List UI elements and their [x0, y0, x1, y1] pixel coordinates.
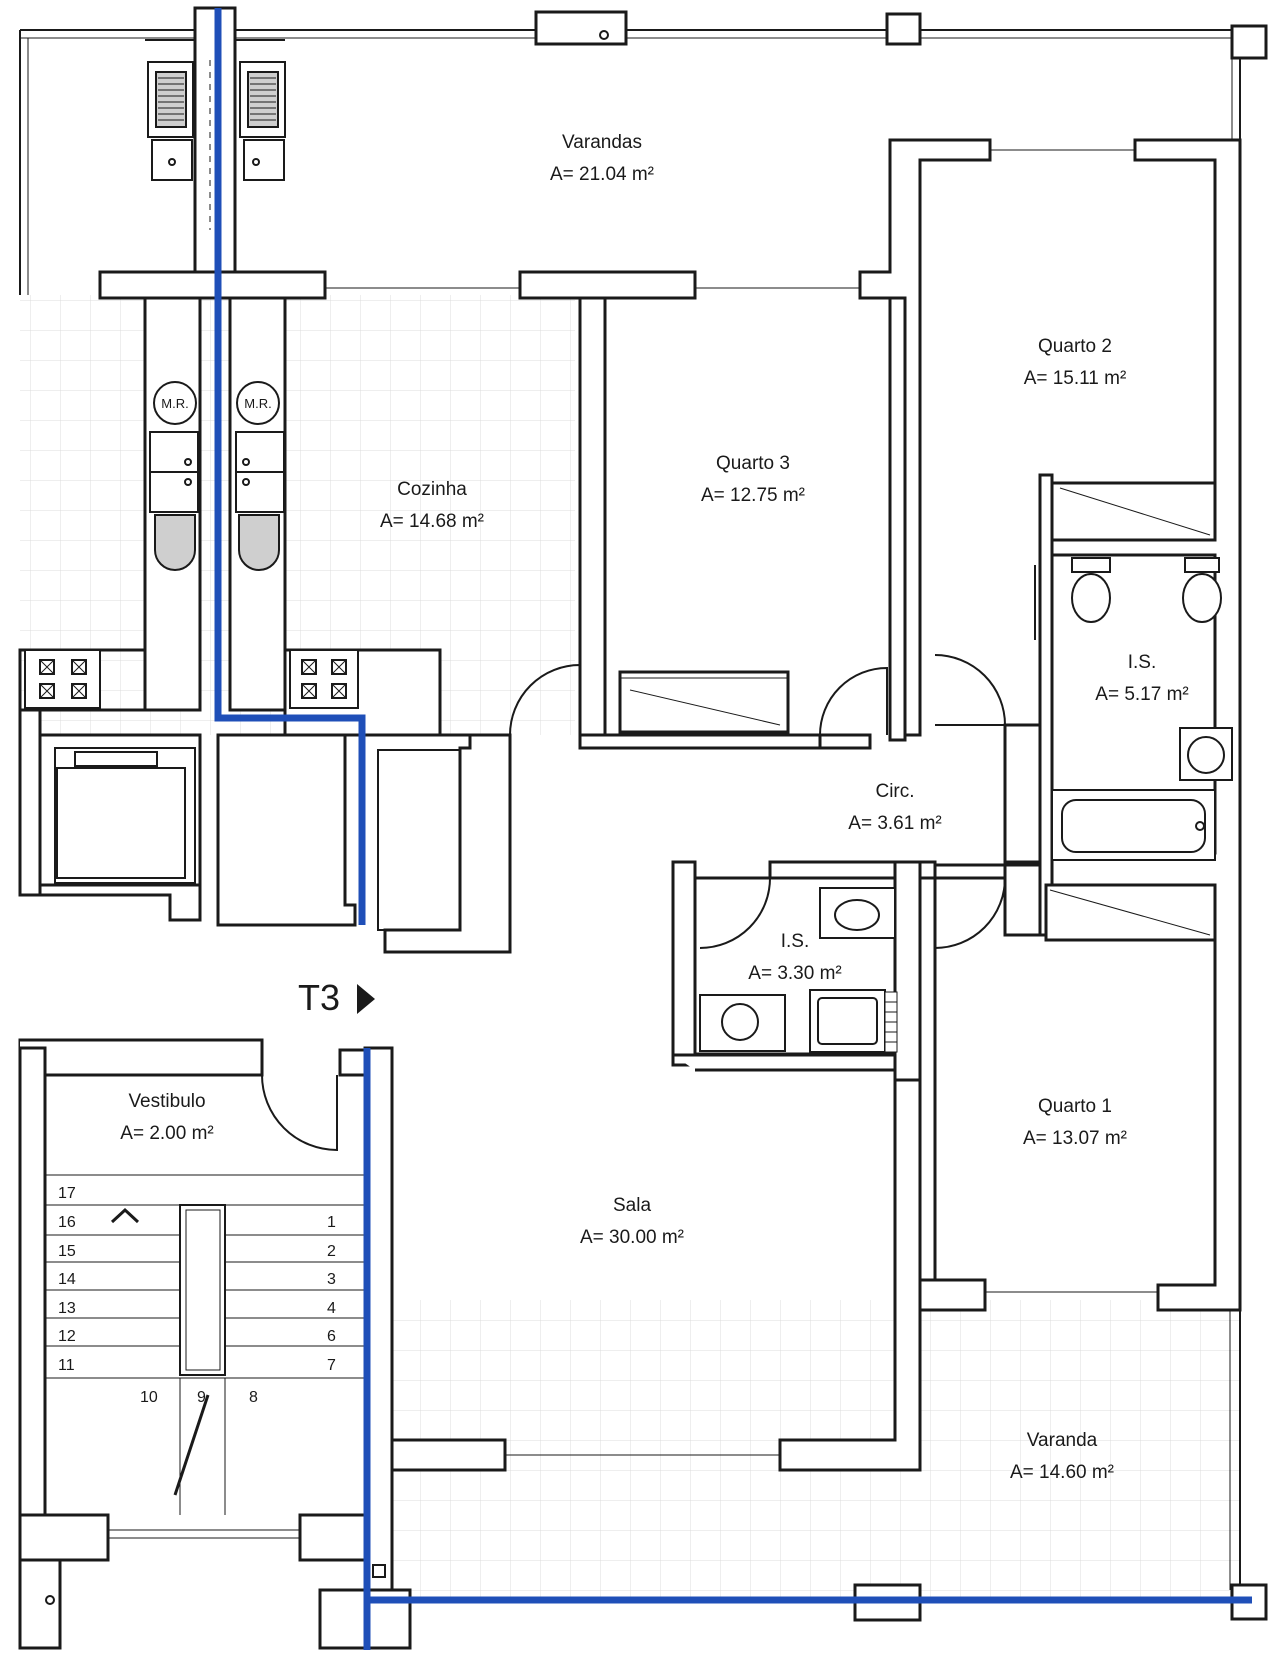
- water-heater-icon: [154, 514, 280, 571]
- room-name-sala: Sala: [613, 1195, 651, 1216]
- bathroom-fixtures: [699, 557, 1233, 1053]
- step-number: 9: [197, 1389, 206, 1406]
- room-area-quarto2: A= 15.11 m²: [1024, 368, 1127, 389]
- room-name-is-small: I.S.: [781, 931, 810, 952]
- meter-label-right: M.R.: [244, 396, 271, 411]
- unit-arrow-icon: [357, 984, 375, 1014]
- room-area-quarto1: A= 13.07 m²: [1023, 1128, 1127, 1149]
- meter-left-icon: [153, 381, 197, 425]
- step-number: 11: [58, 1357, 75, 1374]
- room-name-varanda: Varanda: [1027, 1430, 1098, 1451]
- unit-tag: T3: [298, 977, 340, 1018]
- room-name-is-main: I.S.: [1128, 652, 1157, 673]
- stair-step-numbers: 17 16 15 14 13 12 11 1 2 3 4 6 7 10 9 8: [58, 1185, 336, 1406]
- bidet-icon: [1071, 557, 1111, 623]
- room-area-quarto3: A= 12.75 m²: [701, 485, 805, 506]
- room-area-varandas: A= 21.04 m²: [550, 164, 654, 185]
- door-swings: [261, 565, 1041, 1152]
- stove-icon: [24, 649, 359, 709]
- kitchen-fixtures: [149, 381, 285, 571]
- step-number: 7: [327, 1357, 336, 1374]
- staircase: [45, 1174, 365, 1515]
- room-area-is-main: A= 5.17 m²: [1095, 684, 1188, 705]
- toilet-icon: [1182, 557, 1222, 623]
- room-area-vestibulo: A= 2.00 m²: [120, 1123, 213, 1144]
- step-number: 3: [327, 1271, 336, 1288]
- bathtub-icon: [1051, 789, 1216, 861]
- stair-direction-icon: [110, 1207, 140, 1224]
- washing-machine-icon: [147, 61, 286, 181]
- step-number: 12: [58, 1328, 76, 1345]
- step-number: 17: [58, 1185, 76, 1202]
- toilet-small-icon: [819, 887, 896, 939]
- room-area-circ: A= 3.61 m²: [848, 813, 941, 834]
- step-number: 13: [58, 1300, 76, 1317]
- step-number: 10: [140, 1389, 158, 1406]
- shower-icon: [809, 989, 898, 1053]
- meter-right-icon: [236, 381, 280, 425]
- step-number: 2: [327, 1243, 336, 1260]
- drain-markers: [45, 30, 609, 1605]
- sink-icon: [1179, 727, 1233, 781]
- room-name-circ: Circ.: [875, 781, 914, 802]
- room-name-quarto1: Quarto 1: [1038, 1096, 1112, 1117]
- room-area-sala: A= 30.00 m²: [580, 1227, 684, 1248]
- step-number: 16: [58, 1214, 76, 1231]
- room-area-varanda: A= 14.60 m²: [1010, 1462, 1114, 1483]
- room-area-is-small: A= 3.30 m²: [748, 963, 841, 984]
- room-name-quarto2: Quarto 2: [1038, 336, 1112, 357]
- room-name-varandas: Varandas: [562, 132, 642, 153]
- sink-small-icon: [699, 994, 786, 1052]
- step-number: 1: [327, 1214, 336, 1231]
- step-number: 14: [58, 1271, 76, 1288]
- room-name-quarto3: Quarto 3: [716, 453, 790, 474]
- room-area-cozinha: A= 14.68 m²: [380, 511, 484, 532]
- room-name-cozinha: Cozinha: [397, 479, 467, 500]
- unit-boundary-line: [214, 8, 1252, 1650]
- room-name-vestibulo: Vestibulo: [128, 1091, 205, 1112]
- step-number: 6: [327, 1328, 336, 1345]
- walls: [18, 6, 1268, 1650]
- meter-label-left: M.R.: [161, 396, 188, 411]
- step-number: 8: [249, 1389, 258, 1406]
- step-number: 4: [327, 1300, 336, 1317]
- step-number: 15: [58, 1243, 76, 1260]
